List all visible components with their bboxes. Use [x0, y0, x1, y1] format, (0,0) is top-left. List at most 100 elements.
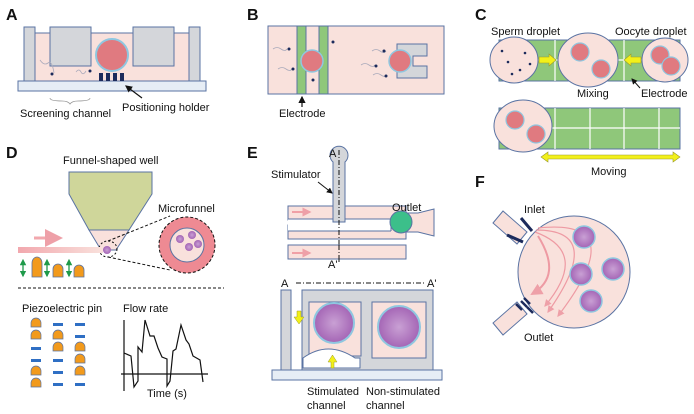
mixing-droplet	[557, 32, 619, 88]
label-moving: Moving	[591, 166, 626, 178]
label-a-top: A	[329, 148, 337, 160]
sperm-cells-b	[272, 40, 388, 82]
pin-up	[30, 365, 42, 376]
oocyte-mix-1	[570, 42, 590, 62]
outlet-well	[389, 210, 413, 234]
label-mixing: Mixing	[577, 88, 609, 100]
channel	[267, 25, 445, 95]
label-a-left: A	[281, 278, 289, 290]
oocyte-c-2	[661, 56, 681, 76]
panel-label-f: F	[475, 174, 485, 191]
sperm-cells	[39, 59, 92, 76]
label-microfunnel: Microfunnel	[158, 203, 215, 215]
sperm-droplet	[489, 36, 539, 84]
panel-f: F Inlet Outlet	[475, 174, 631, 344]
electrode-arrow-c	[631, 78, 641, 89]
label-outlet-e: Outlet	[392, 202, 421, 214]
label-stimulated-2: channel	[307, 400, 346, 412]
label-a-prime-bottom: A'	[328, 259, 337, 271]
lower-channel	[287, 244, 407, 260]
label-time: Time (s)	[147, 388, 187, 400]
panel-label-d: D	[6, 145, 18, 162]
inlet-electrodes	[506, 217, 534, 244]
green-arrows	[19, 258, 73, 278]
panel-label-e: E	[247, 145, 258, 162]
panel-label-a: A	[6, 7, 18, 24]
panel-a: A Screening channel Positioning holder	[6, 7, 210, 120]
label-a-prime-right: A'	[427, 278, 436, 290]
right-block	[132, 26, 175, 67]
label-sperm-droplet: Sperm droplet	[491, 26, 560, 38]
right-wall	[188, 26, 201, 82]
moving-arrow	[540, 151, 681, 163]
sperm-in-droplet	[500, 49, 532, 76]
label-flow-rate: Flow rate	[123, 303, 168, 315]
pin-down	[75, 323, 85, 326]
pin-up	[52, 329, 64, 340]
cs-left-wall	[280, 289, 292, 371]
funnel-well	[68, 171, 153, 231]
pin-down	[31, 359, 41, 362]
pin-down	[75, 383, 85, 386]
pin-down	[31, 347, 41, 350]
pin-state-grid	[30, 317, 86, 388]
pin-up	[52, 341, 64, 352]
label-electrode-b: Electrode	[279, 108, 325, 120]
panel-e: E Outlet A A' Stimulator A A'	[247, 145, 443, 412]
moving-droplet	[493, 99, 553, 153]
funnel-neck	[88, 229, 130, 251]
pin-up	[30, 317, 42, 328]
panel-b: B Electrode	[247, 7, 445, 120]
label-stimulator: Stimulator	[271, 169, 321, 181]
embryo-stimulated	[313, 302, 355, 344]
flow-rate-plot	[121, 319, 208, 391]
pin-down	[53, 359, 63, 362]
label-screening-channel: Screening channel	[20, 108, 111, 120]
pin-up	[74, 341, 86, 352]
pin-up	[30, 329, 42, 340]
holder-arrow	[125, 85, 143, 99]
label-non-stimulated-2: channel	[366, 400, 405, 412]
panel-label-c: C	[475, 7, 487, 24]
label-outlet-f: Outlet	[524, 332, 553, 344]
embryo-small	[103, 246, 111, 254]
label-electrode-c: Electrode	[641, 88, 687, 100]
label-oocyte-droplet: Oocyte droplet	[615, 26, 687, 38]
oocyte-trapped	[388, 49, 412, 73]
embryos-zoom	[176, 231, 202, 251]
embryos-f	[569, 225, 625, 313]
oocyte-mix-2	[591, 59, 611, 79]
pin-down	[53, 371, 63, 374]
panel-d: D Funnel-shaped well Microfunnel Piezoel…	[6, 145, 224, 400]
flow-rate-trace	[123, 319, 204, 389]
label-positioning-holder: Positioning holder	[122, 102, 210, 114]
outlet-channel	[492, 301, 528, 336]
label-inlet: Inlet	[524, 204, 545, 216]
oocyte	[95, 38, 129, 72]
pin-up	[74, 353, 86, 364]
oocyte-move-1	[505, 110, 525, 130]
label-funnel-well: Funnel-shaped well	[63, 155, 158, 167]
pin-up	[74, 365, 86, 376]
pin-down	[75, 335, 85, 338]
label-stimulated-1: Stimulated	[307, 386, 359, 398]
label-non-stimulated-1: Non-stimulated	[366, 386, 440, 398]
inlet-channel	[492, 210, 528, 245]
yellow-arrow-down	[293, 310, 305, 325]
left-wall	[23, 26, 36, 82]
panel-label-b: B	[247, 7, 259, 24]
positioning-holder	[99, 73, 124, 81]
yellow-arrow-right	[538, 53, 557, 67]
pin-down	[53, 383, 63, 386]
oocyte-trapped-electrode	[300, 49, 324, 73]
pin-down	[53, 323, 63, 326]
embryo-non-stimulated	[377, 305, 421, 349]
oocyte-move-2	[526, 124, 546, 144]
panel-c: C Sperm droplet Oocyte droplet Mixing El…	[475, 7, 689, 178]
cs-base	[271, 369, 443, 381]
yellow-arrow-left	[623, 53, 642, 67]
channel-brace	[49, 97, 91, 105]
zoom-line-top	[107, 215, 171, 242]
outlet-electrodes	[515, 297, 534, 314]
